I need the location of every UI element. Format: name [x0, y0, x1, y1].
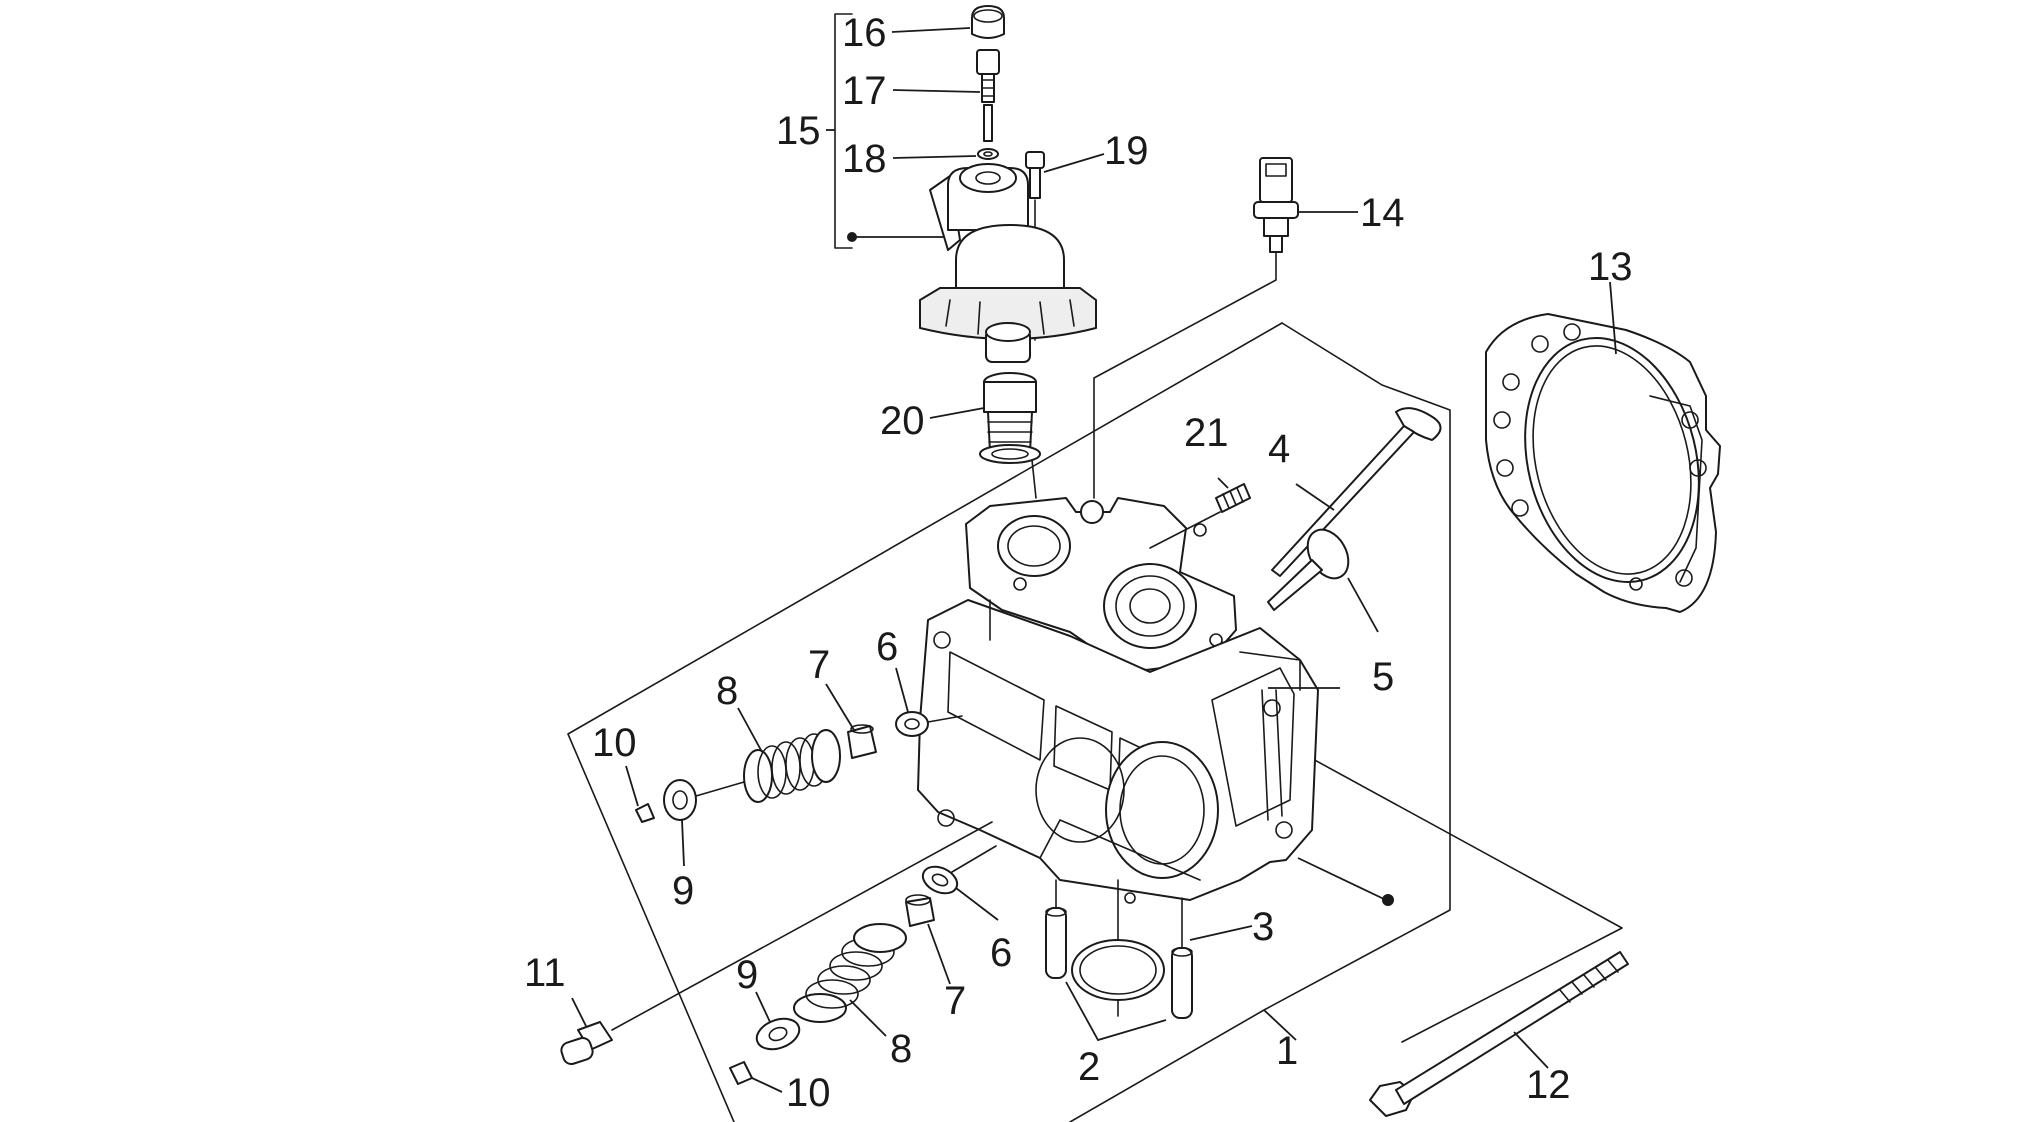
part-20-thermostat[interactable]	[929, 372, 1041, 499]
callout-6-lower: 6	[990, 931, 1012, 975]
part-17-screw[interactable]	[892, 49, 1000, 142]
callout-10-lower: 10	[786, 1071, 831, 1115]
callout-10-upper: 10	[592, 721, 637, 765]
part-6-seal-lower[interactable]	[919, 845, 999, 921]
callout-9-lower: 9	[736, 953, 758, 997]
callout-13: 13	[1588, 245, 1633, 289]
callout-14: 14	[1360, 191, 1405, 235]
callout-4: 4	[1268, 427, 1290, 471]
callout-5: 5	[1372, 655, 1394, 699]
assembly-bracket-15	[826, 13, 948, 249]
part-9-cap-upper[interactable]	[663, 779, 745, 867]
callout-15: 15	[776, 109, 821, 153]
part-6-seal-upper[interactable]	[895, 667, 963, 737]
callout-labels: 16 17 15 18 19 14 13 20 21 4 5 6 7 8 10 …	[524, 11, 1633, 1115]
part-7-retainer-upper[interactable]	[825, 683, 877, 759]
part-4-valve[interactable]	[1271, 407, 1442, 577]
part-21-stud[interactable]	[1149, 477, 1251, 549]
callout-8-upper: 8	[716, 669, 738, 713]
callout-3: 3	[1252, 905, 1274, 949]
part-10-keeper-lower[interactable]	[729, 1061, 783, 1093]
part-1-cylinder-head[interactable]	[917, 497, 1394, 906]
part-14-temperature-sensor[interactable]	[1093, 157, 1358, 499]
part-3-o-ring[interactable]	[1071, 879, 1253, 1017]
callout-9-upper: 9	[672, 869, 694, 913]
callout-21: 21	[1184, 411, 1229, 455]
part-2-dowel-pins[interactable]	[1045, 879, 1193, 1042]
part-7-retainer-lower[interactable]	[905, 894, 951, 985]
part-8-spring-upper[interactable]	[737, 707, 841, 803]
callout-11: 11	[524, 951, 566, 995]
part-18-washer[interactable]	[892, 148, 999, 160]
part-5-valve[interactable]	[1267, 522, 1379, 633]
callout-1: 1	[1276, 1029, 1298, 1073]
callout-12: 12	[1526, 1063, 1571, 1107]
part-9-cap-lower[interactable]	[753, 991, 804, 1055]
callout-2: 2	[1078, 1045, 1100, 1089]
part-8-spring-lower[interactable]	[793, 923, 907, 1037]
part-10-keeper-upper[interactable]	[625, 765, 655, 823]
part-15-thermostat-housing[interactable]	[919, 163, 1097, 363]
callout-7-lower: 7	[944, 979, 966, 1023]
part-16-cap[interactable]	[891, 5, 1005, 39]
callout-7-upper: 7	[808, 643, 830, 687]
callout-16: 16	[842, 11, 887, 55]
part-13-head-gasket[interactable]	[1485, 281, 1724, 613]
part-12-bolt[interactable]	[1369, 951, 1629, 1117]
callout-6-upper: 6	[876, 625, 898, 669]
part-11-plug[interactable]	[559, 821, 993, 1066]
callout-17: 17	[842, 69, 887, 113]
callout-19: 19	[1104, 129, 1149, 173]
callout-20: 20	[880, 399, 925, 443]
callout-18: 18	[842, 137, 887, 181]
callout-8-lower: 8	[890, 1027, 912, 1071]
